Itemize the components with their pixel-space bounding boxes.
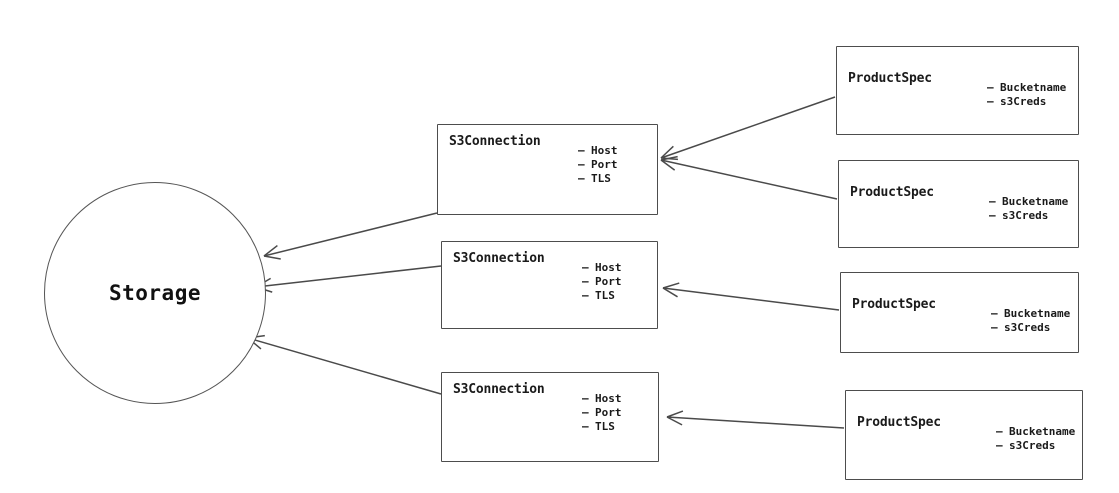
- s3connection-attribute: –TLS: [582, 420, 622, 434]
- productspec-title: ProductSpec: [857, 415, 941, 430]
- arrow-line: [660, 96, 836, 159]
- s3connection-attribute: –Host: [582, 261, 622, 275]
- s3connection-box[interactable]: S3Connection–Host–Port–TLS: [441, 241, 658, 329]
- productspec-attribute-list: –Bucketname–s3Creds: [996, 425, 1075, 453]
- s3connection-attribute-label: Port: [591, 158, 618, 171]
- s3connection-attribute-label: Host: [591, 144, 618, 157]
- arrow-head-stroke-2: [660, 159, 676, 171]
- s3connection-title: S3Connection: [449, 134, 541, 149]
- bullet-dash-icon: –: [582, 392, 589, 405]
- productspec-attribute: –s3Creds: [991, 321, 1070, 335]
- arrow-line: [263, 212, 438, 257]
- bullet-dash-icon: –: [989, 209, 996, 222]
- s3connection-attribute-list: –Host–Port–TLS: [582, 392, 622, 434]
- s3connection-attribute-label: TLS: [591, 172, 611, 185]
- s3connection-attribute-list: –Host–Port–TLS: [578, 144, 618, 186]
- bullet-dash-icon: –: [578, 158, 585, 171]
- arrow-prod2-to-conn1: [660, 155, 838, 200]
- productspec-attribute: –Bucketname: [987, 81, 1066, 95]
- arrow-head-stroke-1: [666, 410, 684, 418]
- bullet-dash-icon: –: [991, 307, 998, 320]
- arrow-line: [666, 416, 845, 429]
- s3connection-attribute-label: TLS: [595, 289, 615, 302]
- arrow-head-stroke-2: [662, 287, 678, 298]
- s3connection-attribute-label: Port: [595, 275, 622, 288]
- bullet-dash-icon: –: [996, 439, 1003, 452]
- productspec-attribute-list: –Bucketname–s3Creds: [991, 307, 1070, 335]
- arrow-head-stroke-1: [662, 282, 680, 289]
- arrow-line: [247, 337, 442, 395]
- productspec-attribute-label: s3Creds: [1002, 209, 1049, 222]
- s3connection-title: S3Connection: [453, 251, 545, 266]
- s3connection-attribute-label: TLS: [595, 420, 615, 433]
- productspec-attribute-label: Bucketname: [1000, 81, 1067, 94]
- s3connection-title: S3Connection: [453, 382, 545, 397]
- productspec-attribute-list: –Bucketname–s3Creds: [987, 81, 1066, 109]
- arrow-line: [255, 265, 442, 288]
- productspec-attribute-label: s3Creds: [1000, 95, 1047, 108]
- arrow-head-stroke-2: [666, 416, 683, 426]
- s3connection-attribute-label: Port: [595, 406, 622, 419]
- arrow-prod1-to-conn1: [660, 96, 836, 161]
- bullet-dash-icon: –: [578, 144, 585, 157]
- productspec-attribute-label: Bucketname: [1002, 195, 1069, 208]
- s3connection-attribute-list: –Host–Port–TLS: [582, 261, 622, 303]
- productspec-box[interactable]: ProductSpec –Bucketname–s3Creds: [840, 272, 1079, 353]
- productspec-attribute-list: –Bucketname–s3Creds: [989, 195, 1068, 223]
- productspec-attribute-label: s3Creds: [1009, 439, 1056, 452]
- productspec-box[interactable]: ProductSpec –Bucketname–s3Creds: [838, 160, 1079, 248]
- arrow-conn2-to-storage: [255, 265, 442, 293]
- productspec-attribute: –Bucketname: [996, 425, 1075, 439]
- storage-circle-node[interactable]: Storage: [44, 182, 266, 404]
- s3connection-attribute: –Port: [582, 406, 622, 420]
- s3connection-attribute: –TLS: [582, 289, 622, 303]
- s3connection-attribute-label: Host: [595, 261, 622, 274]
- arrow-head-stroke-1: [660, 145, 674, 159]
- productspec-attribute: –Bucketname: [991, 307, 1070, 321]
- bullet-dash-icon: –: [582, 275, 589, 288]
- productspec-title: ProductSpec: [852, 297, 936, 312]
- productspec-attribute-label: s3Creds: [1004, 321, 1051, 334]
- s3connection-box[interactable]: S3Connection–Host–Port–TLS: [441, 372, 659, 462]
- bullet-dash-icon: –: [578, 172, 585, 185]
- arrow-head-stroke-2: [263, 255, 281, 260]
- s3connection-attribute: –Port: [582, 275, 622, 289]
- bullet-dash-icon: –: [996, 425, 1003, 438]
- arrow-prod4-to-conn3: [666, 410, 845, 429]
- productspec-attribute-label: Bucketname: [1009, 425, 1076, 438]
- s3connection-attribute: –Host: [582, 392, 622, 406]
- productspec-attribute: –s3Creds: [987, 95, 1066, 109]
- bullet-dash-icon: –: [582, 261, 589, 274]
- s3connection-attribute: –Host: [578, 144, 618, 158]
- arrow-line: [662, 287, 840, 311]
- productspec-attribute-label: Bucketname: [1004, 307, 1071, 320]
- productspec-box[interactable]: ProductSpec –Bucketname–s3Creds: [836, 46, 1079, 135]
- bullet-dash-icon: –: [987, 81, 994, 94]
- arrow-line: [660, 159, 838, 200]
- productspec-attribute: –Bucketname: [989, 195, 1068, 209]
- productspec-title: ProductSpec: [848, 71, 932, 86]
- arrow-conn1-to-storage: [263, 212, 438, 260]
- s3connection-attribute: –Port: [578, 158, 618, 172]
- bullet-dash-icon: –: [582, 289, 589, 302]
- arrow-conn3-to-storage: [247, 334, 442, 395]
- productspec-attribute: –s3Creds: [989, 209, 1068, 223]
- s3connection-attribute: –TLS: [578, 172, 618, 186]
- bullet-dash-icon: –: [989, 195, 996, 208]
- arrow-prod3-to-conn2: [662, 282, 840, 311]
- productspec-attribute: –s3Creds: [996, 439, 1075, 453]
- arrow-head-stroke-2: [660, 157, 679, 161]
- productspec-title: ProductSpec: [850, 185, 934, 200]
- bullet-dash-icon: –: [991, 321, 998, 334]
- s3connection-attribute-label: Host: [595, 392, 622, 405]
- bullet-dash-icon: –: [582, 406, 589, 419]
- arrow-head-stroke-1: [263, 244, 278, 257]
- bullet-dash-icon: –: [582, 420, 589, 433]
- bullet-dash-icon: –: [987, 95, 994, 108]
- arrow-head-stroke-1: [660, 155, 678, 161]
- productspec-box[interactable]: ProductSpec –Bucketname–s3Creds: [845, 390, 1083, 480]
- storage-circle-label: Storage: [108, 281, 201, 305]
- s3connection-box[interactable]: S3Connection–Host–Port–TLS: [437, 124, 658, 215]
